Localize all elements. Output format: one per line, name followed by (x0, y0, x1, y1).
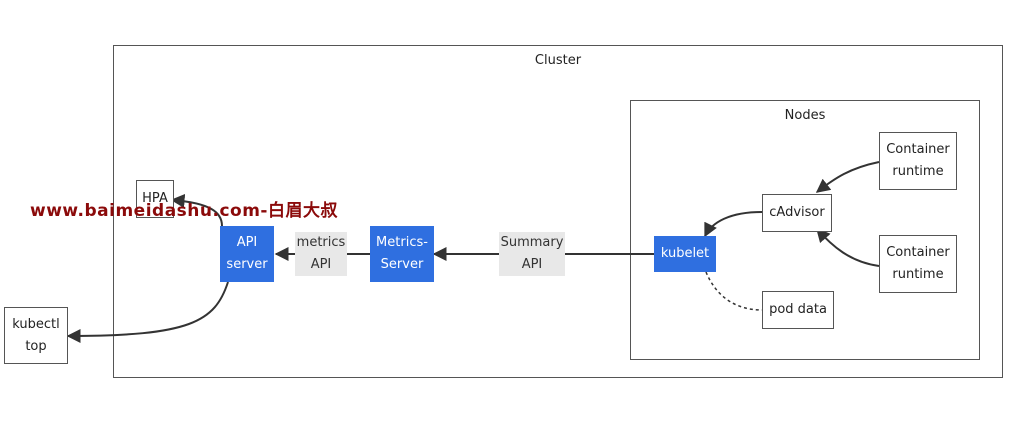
kubelet-node[interactable]: kubelet (654, 236, 716, 272)
edge-label-summary-api-text: Summary API (498, 232, 566, 276)
api-server-node[interactable]: API server (220, 226, 274, 282)
edge-label-metrics-api: metrics API (292, 232, 350, 276)
edge-api-server-to-kubectl (66, 281, 229, 343)
pod-data-node[interactable]: pod data (762, 291, 834, 329)
cadvisor-node[interactable]: cAdvisor (762, 194, 832, 232)
edge-kubelet-to-pod-data (705, 271, 763, 311)
cluster-title: Cluster (534, 53, 582, 68)
edge-cadvisor-to-kubelet (704, 211, 763, 238)
container-runtime-node-2[interactable]: Container runtime (879, 235, 957, 293)
kubectl-top-node[interactable]: kubectl top (4, 307, 68, 364)
edge-runtime1-to-cadvisor (815, 161, 880, 193)
edge-runtime2-to-cadvisor (816, 227, 880, 267)
edge-label-summary-api: Summary API (498, 232, 566, 276)
metrics-server-node[interactable]: Metrics- Server (370, 226, 434, 282)
edge-label-metrics-api-text: metrics API (294, 232, 348, 276)
edge-api-server-to-hpa (170, 194, 223, 227)
nodes-title: Nodes (784, 108, 826, 123)
container-runtime-node-1[interactable]: Container runtime (879, 132, 957, 190)
hpa-node[interactable]: HPA (136, 180, 174, 218)
watermark-text: www.baimeidashu.com-白眉大叔 (30, 201, 338, 221)
